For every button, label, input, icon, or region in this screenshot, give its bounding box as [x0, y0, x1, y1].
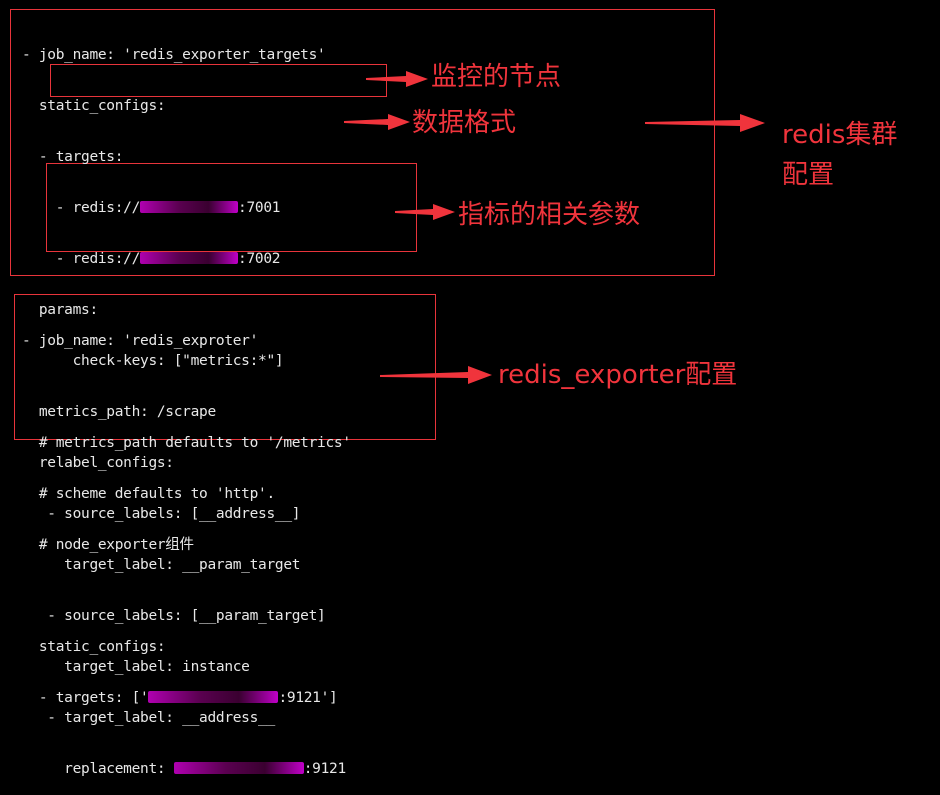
code-line: - job_name: 'redis_exproter' — [22, 333, 259, 349]
code-line: params: — [22, 302, 98, 318]
redacted-ip — [148, 691, 279, 703]
redis-cluster-config-box — [10, 9, 715, 276]
yaml-block-redis-exporter: - job_name: 'redis_exproter' # metrics_p… — [22, 299, 351, 724]
annotation-redis-exporter-config: redis_exporter配置 — [498, 360, 738, 390]
code-line: static_configs: — [22, 639, 166, 655]
arrow-right-icon — [380, 366, 492, 384]
annotation-line: 配置 — [782, 160, 835, 190]
code-line: static_configs: — [22, 98, 166, 114]
arrow-right-icon — [645, 114, 765, 132]
code-line — [22, 384, 351, 401]
redacted-ip — [173, 762, 304, 774]
code-line: check-keys: ["metrics:*"] — [22, 353, 284, 369]
code-line: # node_exporter组件 — [22, 537, 194, 553]
code-line: metrics_path: /scrape — [22, 404, 216, 420]
redacted-ip — [140, 252, 239, 264]
redis-exporter-config-box — [14, 294, 436, 440]
code-line — [22, 588, 351, 605]
code-line: - targets: — [22, 149, 124, 165]
arrow-right-icon — [344, 114, 410, 130]
code-line: - job_name: 'redis_exporter_targets' — [22, 47, 326, 63]
code-line-target-1: - redis://:7001 — [22, 200, 281, 216]
code-line-target-2: - redis://:7002 — [22, 251, 281, 267]
arrow-right-icon — [395, 204, 455, 220]
annotation-monitored-nodes: 监控的节点 — [431, 62, 562, 92]
code-line-replacement: replacement: :9121 — [22, 761, 346, 777]
annotation-line: redis集群 — [782, 120, 898, 150]
annotation-redis-cluster-config: redis集群 配置 — [782, 115, 897, 195]
arrow-right-icon — [366, 71, 428, 87]
annotation-metric-params: 指标的相关参数 — [458, 200, 641, 230]
annotation-data-format: 数据格式 — [412, 108, 517, 138]
code-line-targets: - targets: [':9121'] — [22, 690, 338, 706]
redacted-ip — [140, 201, 239, 213]
code-line: # scheme defaults to 'http'. — [22, 486, 275, 502]
relabel-highlight-box — [46, 163, 417, 252]
